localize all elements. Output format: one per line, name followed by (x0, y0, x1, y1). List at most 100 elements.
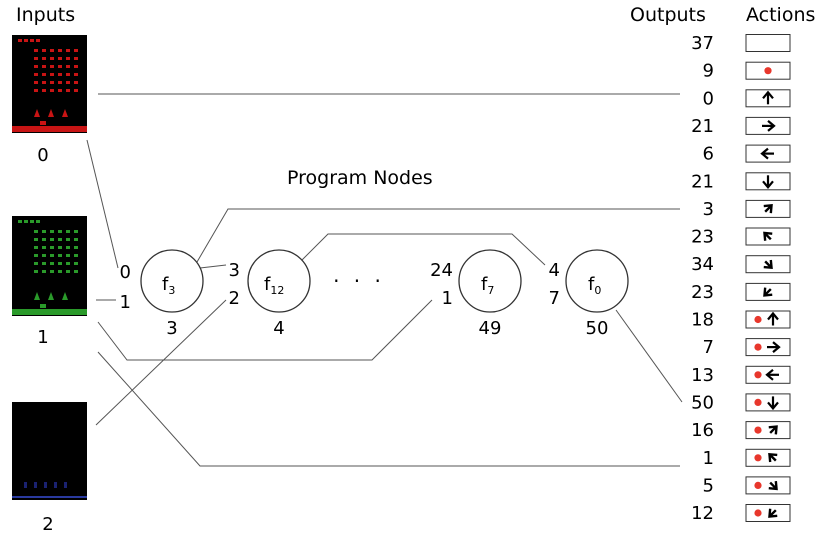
score-digit (24, 220, 28, 223)
invader (74, 246, 78, 249)
invader (66, 49, 70, 52)
input-label-2: 2 (42, 514, 53, 535)
invader (74, 230, 78, 233)
invader (74, 73, 78, 76)
input-screens (12, 35, 87, 500)
arrow-head (763, 204, 773, 214)
action-down (745, 172, 791, 191)
action-up-right (745, 199, 791, 218)
invader (58, 238, 62, 241)
screen-background (12, 402, 87, 500)
shield (34, 109, 40, 117)
arrow-up-icon (767, 311, 779, 326)
node-function: f0 (588, 274, 601, 297)
invader (50, 262, 54, 265)
connection-node4-node50 (301, 233, 546, 266)
actions-header: Actions (746, 4, 815, 26)
invader (74, 238, 78, 241)
output-value: 5 (703, 475, 714, 496)
invader (42, 230, 46, 233)
action-box (745, 448, 791, 467)
arrow-head (767, 311, 779, 321)
invader (58, 254, 62, 257)
arrow-head (768, 481, 778, 491)
connection-input2-node4 (95, 299, 227, 426)
connection-node50-output (615, 309, 683, 403)
program-node: f0 50 4 7 (549, 249, 629, 339)
arrow-down-left-icon (768, 508, 778, 518)
inputs-header: Inputs (16, 4, 75, 26)
fire-dot-icon (754, 371, 762, 379)
invader (74, 49, 78, 52)
node-input-bottom: 1 (120, 292, 131, 313)
node-function: f12 (264, 274, 284, 297)
arrow-head (760, 147, 769, 160)
shield (34, 292, 40, 300)
action-fire-right (745, 338, 791, 357)
invader (34, 81, 38, 84)
invader (66, 270, 70, 273)
output-value: 21 (691, 171, 714, 192)
node-index: 50 (586, 318, 609, 339)
player-cannon (40, 304, 46, 308)
action-fire-up-right (745, 421, 791, 440)
node-function: f3 (162, 274, 175, 297)
dim-shape (54, 482, 57, 488)
arrow-up-left-icon (763, 231, 773, 241)
node-input-bottom: 1 (442, 288, 453, 309)
action-box (745, 476, 791, 495)
arrow-right-icon (767, 341, 781, 353)
output-value: 16 (691, 420, 714, 441)
invader (50, 238, 54, 241)
program-node: f7 49 24 1 (430, 249, 522, 339)
invader (42, 49, 46, 52)
arrow-head (763, 259, 773, 270)
output-value: 0 (703, 88, 714, 109)
fire-dot-icon (754, 398, 762, 406)
dim-shape (64, 482, 67, 488)
invader (50, 81, 54, 84)
player-cannon (40, 121, 46, 125)
arrow-left-icon (760, 147, 774, 160)
ground-line (12, 496, 87, 498)
action-fire-left (745, 365, 791, 384)
output-value: 23 (691, 282, 714, 303)
node-circle (247, 249, 311, 313)
score-digit (30, 220, 34, 223)
ground-bar (12, 309, 87, 315)
dim-shape (34, 482, 37, 488)
arrow-head (763, 287, 773, 297)
arrow-head (772, 341, 781, 353)
invader (58, 262, 62, 265)
score-digit (18, 39, 22, 42)
invader (66, 246, 70, 249)
action-up (745, 89, 791, 108)
node-circle (140, 249, 204, 313)
action-fire-none (745, 61, 791, 80)
input-label-0: 0 (37, 145, 48, 166)
invader (58, 73, 62, 76)
output-value: 21 (691, 116, 714, 137)
arrow-head (767, 401, 779, 411)
node-circle (458, 249, 522, 313)
output-value: 1 (703, 448, 714, 469)
output-value: 50 (691, 392, 714, 413)
node-function: f7 (481, 274, 494, 297)
invader (34, 246, 38, 249)
invader (50, 270, 54, 273)
invader (42, 270, 46, 273)
connections (86, 93, 683, 467)
score-digit (18, 220, 22, 223)
invader (50, 57, 54, 60)
arrow-up-right-icon (763, 204, 773, 214)
fire-dot-icon (754, 315, 762, 324)
invader (66, 81, 70, 84)
action-fire-up-left (745, 448, 791, 467)
invader (34, 73, 38, 76)
invader (74, 65, 78, 68)
invader (50, 73, 54, 76)
arrow-head (762, 180, 774, 190)
score-digit (30, 39, 34, 42)
ellipsis: · · · (333, 269, 385, 293)
